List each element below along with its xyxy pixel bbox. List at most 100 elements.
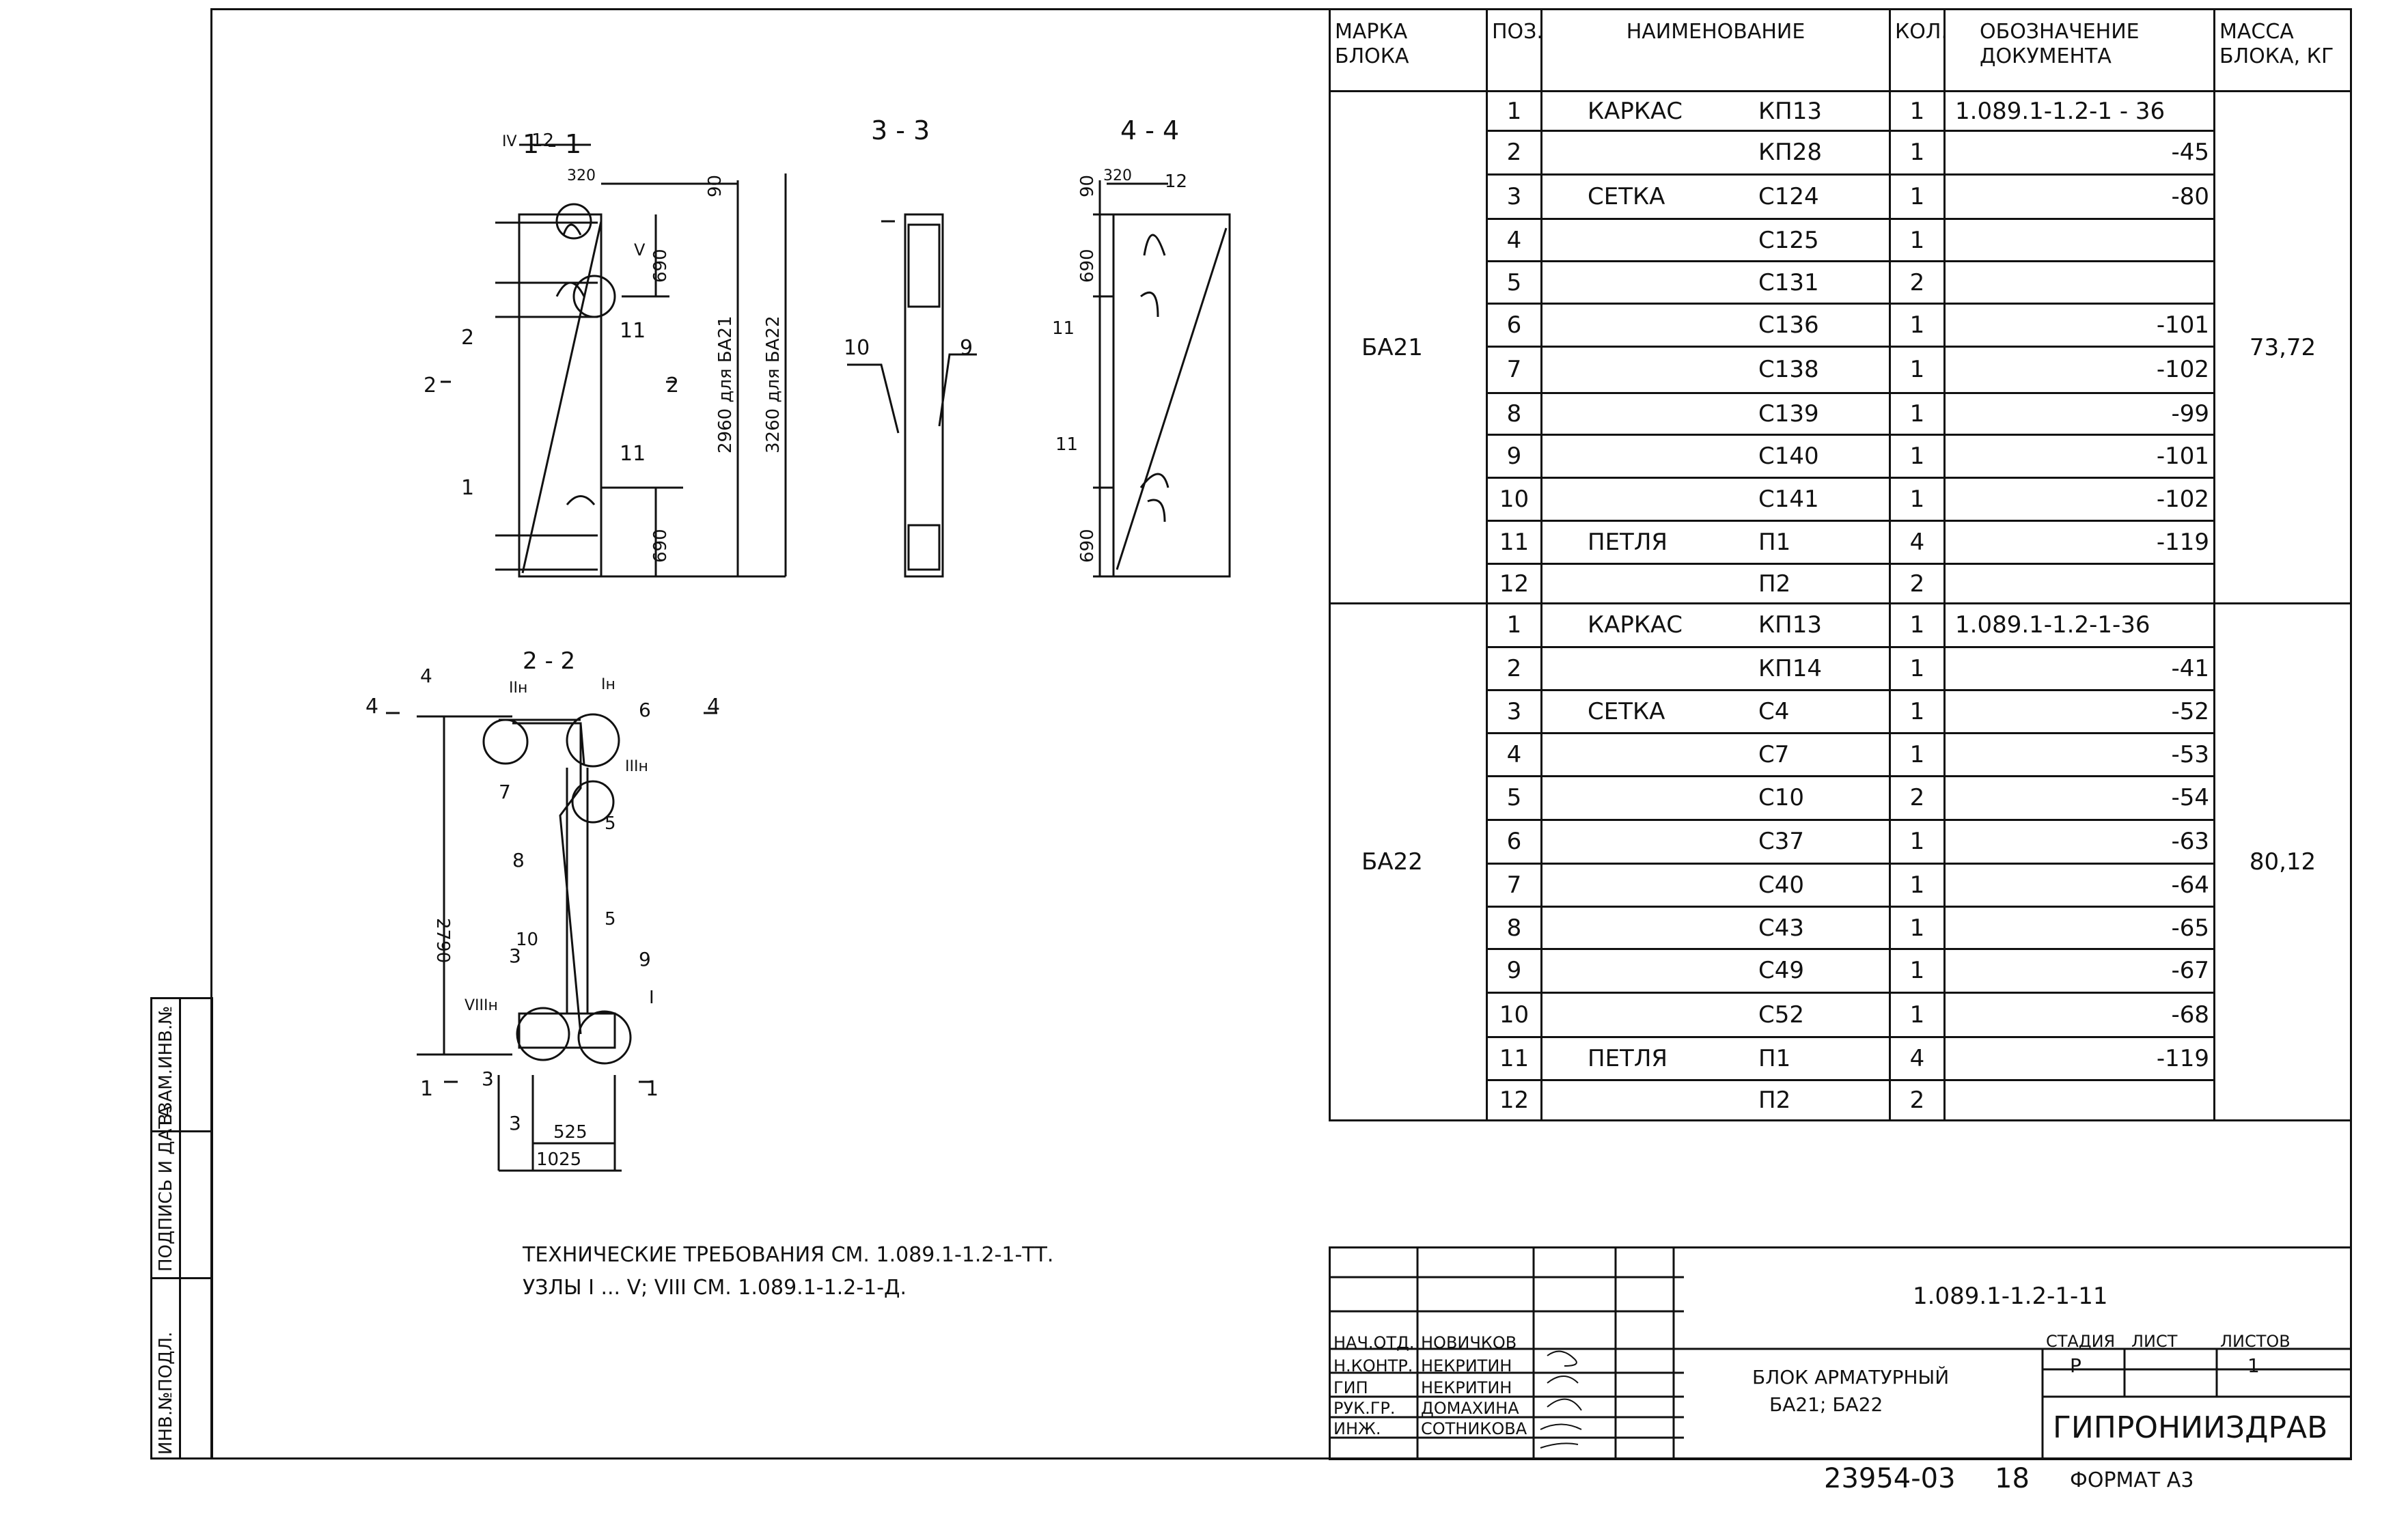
name-cell: С10 xyxy=(1540,774,1891,822)
item-mark: С136 xyxy=(1758,311,1819,339)
cut-4-left: 4 xyxy=(365,695,378,718)
item-mark: С138 xyxy=(1758,356,1819,384)
position-cell: 2 xyxy=(1486,130,1542,176)
quantity-cell: 2 xyxy=(1889,774,1946,822)
label-5-b: 5 xyxy=(605,909,616,930)
label-node-i-s: I xyxy=(649,988,654,1008)
document-cell xyxy=(1943,1079,2215,1121)
document-cell: -119 xyxy=(1943,519,2215,565)
item-mark: П2 xyxy=(1758,570,1791,598)
name-cell: С37 xyxy=(1540,819,1891,865)
item-type: СЕТКА xyxy=(1588,182,1665,210)
label-10-a: 10 xyxy=(844,336,870,360)
name-cell: С43 xyxy=(1540,905,1891,951)
header-name: НАИМЕНОВАНИЕ xyxy=(1540,8,1891,92)
item-mark: С40 xyxy=(1758,871,1805,899)
position-cell: 4 xyxy=(1486,218,1542,263)
label-v: V xyxy=(634,240,646,260)
staff-name: НЕКРИТИН xyxy=(1421,1378,1512,1397)
item-mark: С4 xyxy=(1758,698,1790,726)
block-mark: БА21 xyxy=(1329,89,1488,605)
header-doc: ОБОЗНАЧЕНИЕ ДОКУМЕНТА xyxy=(1943,8,2215,92)
document-cell: -64 xyxy=(1943,862,2215,908)
note-line-2: УЗЛЫ I ... V; VIII СМ. 1.089.1-1.2-1-Д. xyxy=(523,1276,907,1300)
label-2-a: 2 xyxy=(461,326,474,350)
quantity-cell: 2 xyxy=(1889,260,1946,305)
item-mark: С43 xyxy=(1758,914,1805,942)
block-mass: 73,72 xyxy=(2213,89,2352,605)
quantity-cell: 1 xyxy=(1889,689,1946,735)
name-cell: С136 xyxy=(1540,302,1891,348)
position-cell: 9 xyxy=(1486,948,1542,994)
cut-3-bottom: 3 xyxy=(509,1112,521,1134)
label-11-a: 11 xyxy=(620,319,646,343)
quantity-cell: 2 xyxy=(1889,1079,1946,1121)
header-mass: МАССА БЛОКА, КГ xyxy=(2213,8,2352,92)
quantity-cell: 4 xyxy=(1889,519,1946,565)
block-mark: БА22 xyxy=(1329,602,1488,1121)
label-12-a: 12 xyxy=(531,130,554,151)
document-cell: -65 xyxy=(1943,905,2215,951)
item-mark: С140 xyxy=(1758,443,1819,471)
position-cell: 8 xyxy=(1486,905,1542,951)
dim-525: 525 xyxy=(553,1122,587,1143)
name-cell: С140 xyxy=(1540,433,1891,479)
cut-1-right: 1 xyxy=(646,1077,659,1101)
label-node-i: Iн xyxy=(601,676,615,693)
quantity-cell: 1 xyxy=(1889,905,1946,951)
dim-690-a: 690 xyxy=(650,249,671,283)
cut-1-left: 1 xyxy=(420,1077,433,1101)
document-cell xyxy=(1943,563,2215,605)
dim-2960: 2960 для БА21 xyxy=(715,316,736,453)
quantity-cell: 1 xyxy=(1889,89,1946,132)
item-type: КАРКАС xyxy=(1588,97,1683,125)
dim-2790: 2790 xyxy=(432,918,453,963)
document-cell: 1.089.1-1.2-1-36 xyxy=(1943,602,2215,648)
label-11-c: 11 xyxy=(1052,318,1075,339)
item-mark: С139 xyxy=(1758,400,1819,428)
side-stamp xyxy=(150,997,213,1460)
quantity-cell: 1 xyxy=(1889,173,1946,221)
name-cell: С7 xyxy=(1540,732,1891,777)
document-cell: -101 xyxy=(1943,433,2215,479)
drawing-area: 1 - 1 3 - 3 4 - 4 2 - 2 320 90 690 2960 … xyxy=(365,115,1231,1172)
label-4-b: 4 xyxy=(420,665,432,687)
cut-2-left: 2 xyxy=(424,374,437,397)
position-cell: 3 xyxy=(1486,689,1542,735)
item-mark: С49 xyxy=(1758,957,1805,985)
header-qty: КОЛ. xyxy=(1889,8,1946,92)
label-9-b: 9 xyxy=(639,948,651,971)
section-1-1-title: 1 - 1 xyxy=(523,129,581,159)
item-mark: КП14 xyxy=(1758,654,1822,682)
position-cell: 9 xyxy=(1486,433,1542,479)
document-cell: -102 xyxy=(1943,477,2215,522)
position-cell: 7 xyxy=(1486,862,1542,908)
quantity-cell: 1 xyxy=(1889,477,1946,522)
staff-name: ДОМАХИНА xyxy=(1421,1399,1519,1418)
name-cell: С40 xyxy=(1540,862,1891,908)
document-cell: -101 xyxy=(1943,302,2215,348)
quantity-cell: 2 xyxy=(1889,563,1946,605)
staff-role: НАЧ.ОТД. xyxy=(1333,1333,1415,1352)
cut-3-top: 3 xyxy=(509,945,521,967)
archive-number: 23954-03 xyxy=(1824,1463,1956,1494)
position-cell: 7 xyxy=(1486,346,1542,394)
document-cell: -119 xyxy=(1943,1036,2215,1082)
name-cell: С52 xyxy=(1540,991,1891,1039)
staff-role: ГИП xyxy=(1333,1378,1368,1397)
name-cell: С131 xyxy=(1540,260,1891,305)
